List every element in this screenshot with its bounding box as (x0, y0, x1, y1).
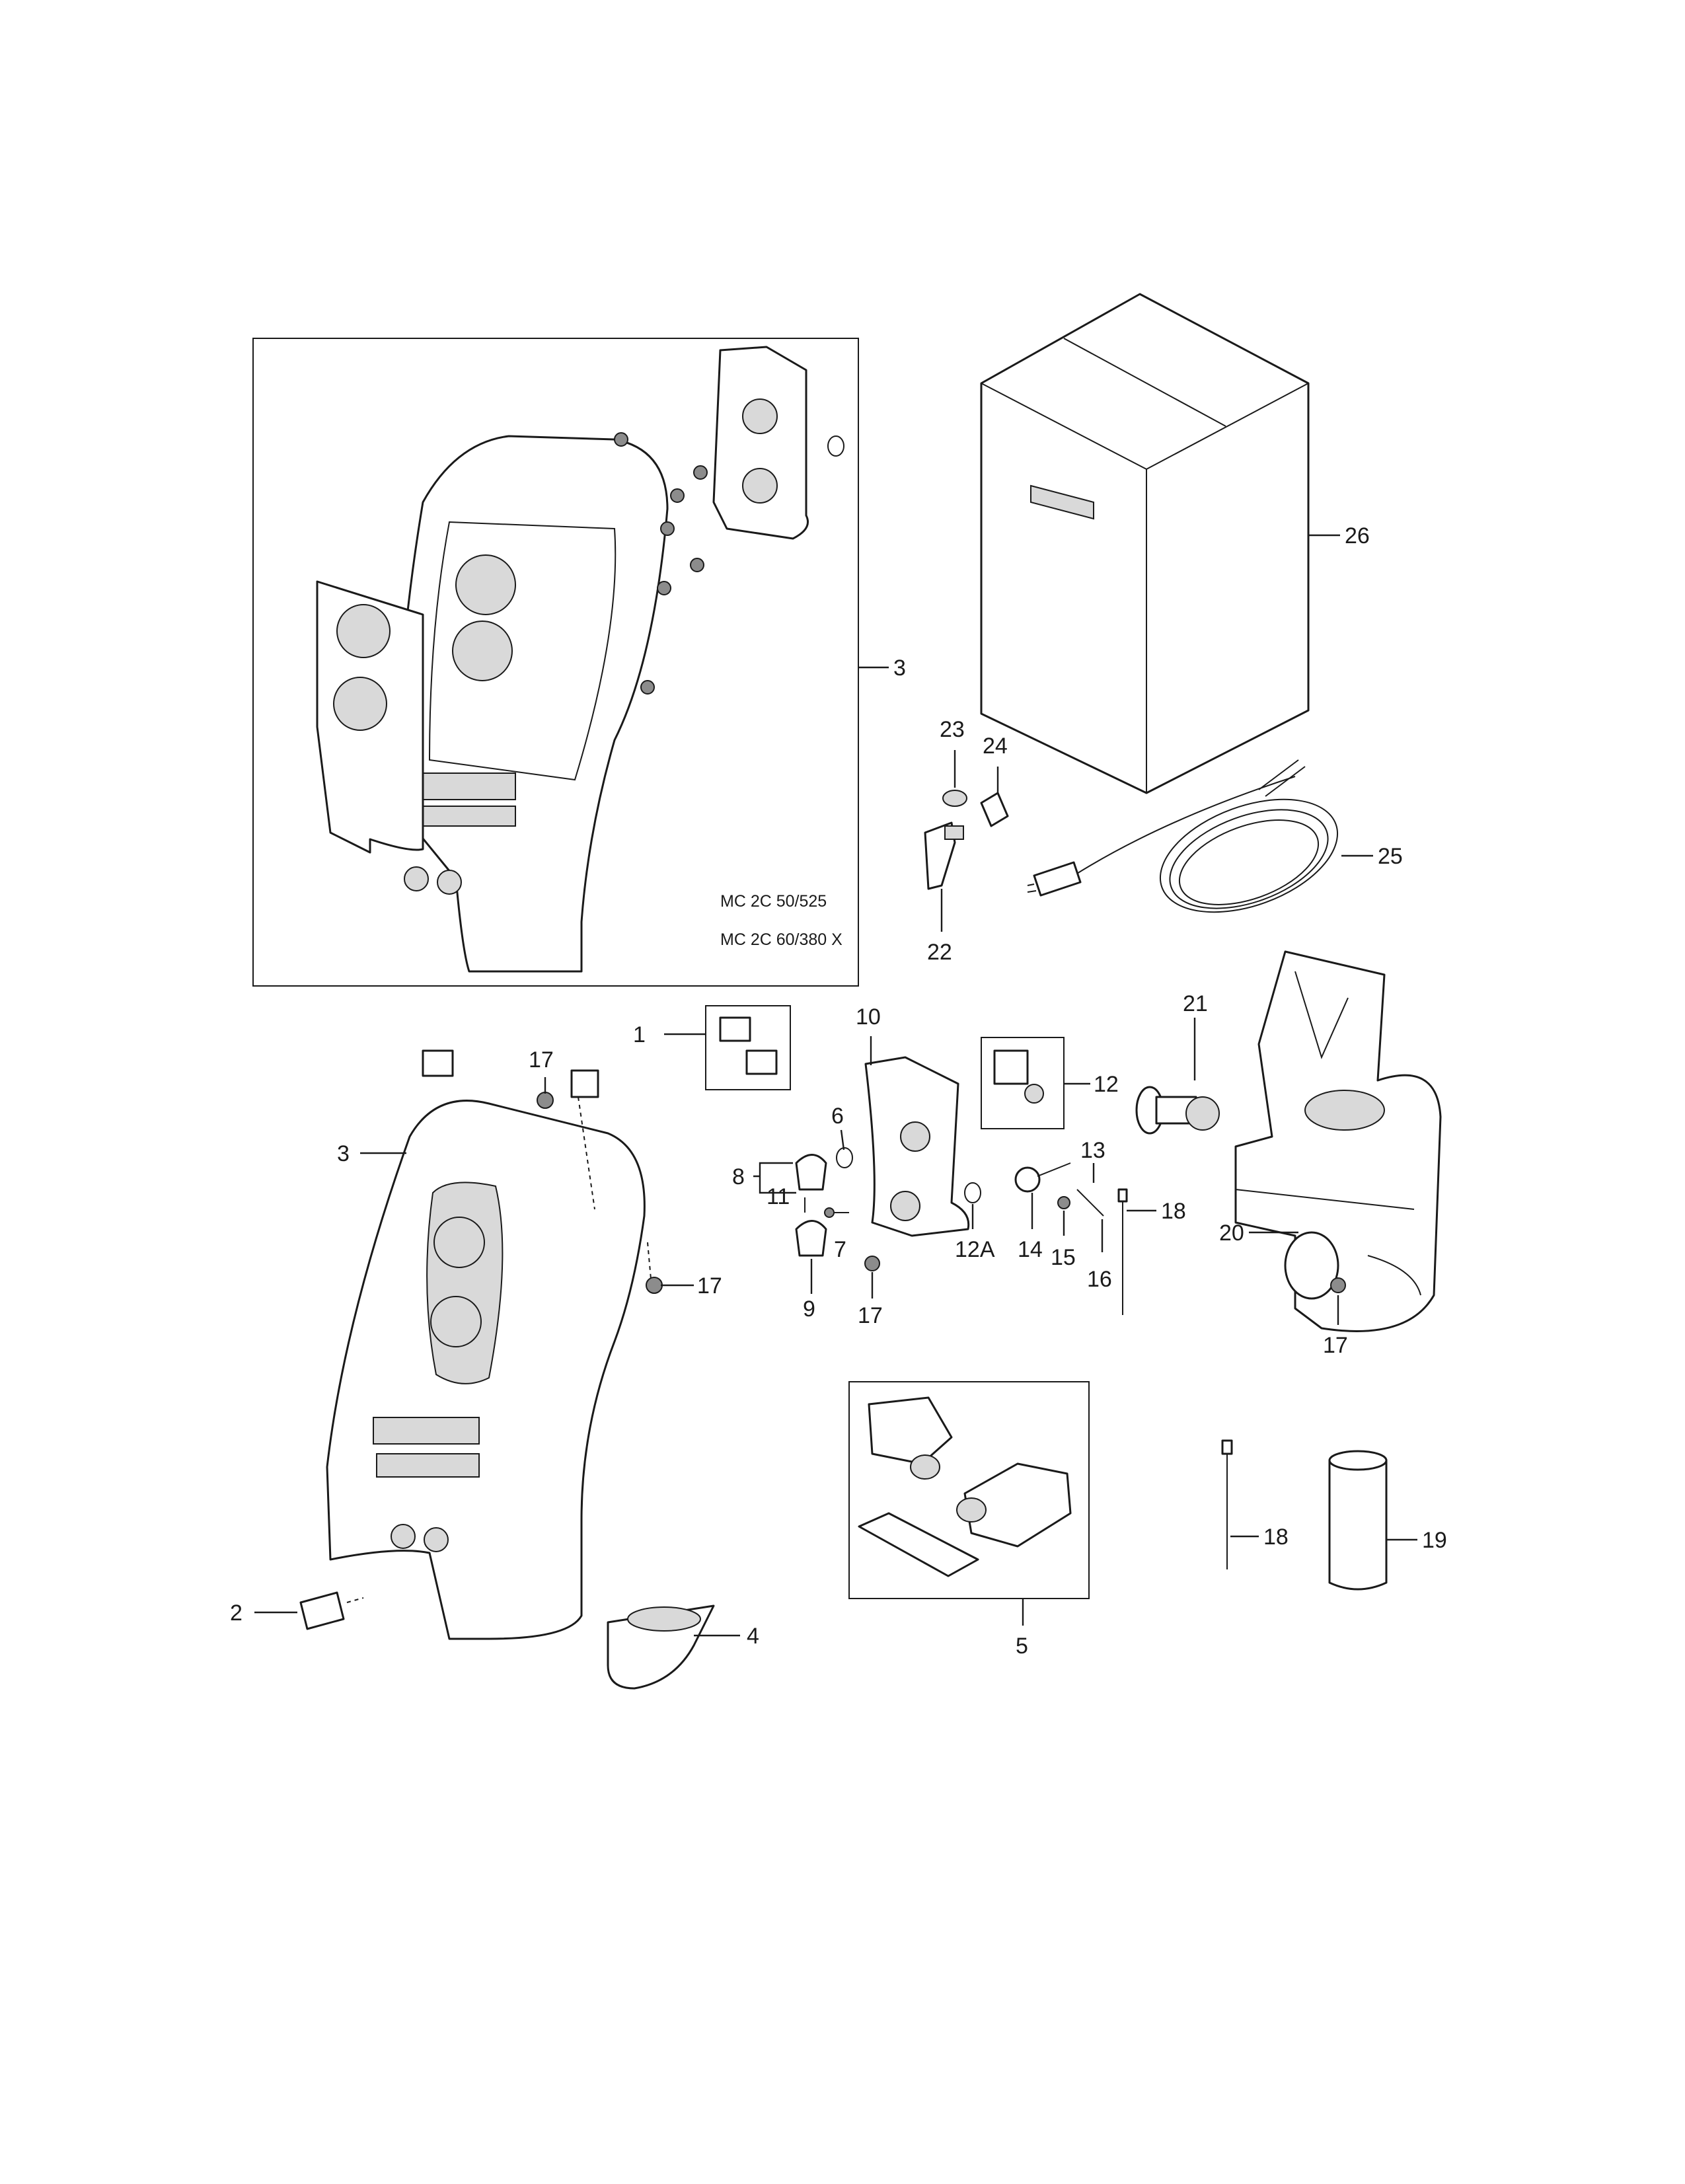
callout-22: 22 (927, 940, 952, 965)
callout-19: 19 (1422, 1528, 1447, 1553)
fitting-2-drawing (299, 1591, 364, 1630)
oring-6-drawing (836, 1147, 853, 1168)
cable-tie-18-drawing (1117, 1188, 1128, 1315)
screw-17-bracket-drawing (864, 1256, 880, 1271)
callout-16: 16 (1087, 1267, 1112, 1292)
model-label-2: MC 2C 60/380 X (720, 930, 842, 949)
callout-11: 11 (767, 1184, 790, 1209)
callout-8: 8 (732, 1164, 745, 1189)
clip-set-frame (705, 1005, 791, 1090)
callout-10: 10 (856, 1004, 881, 1030)
clip-17-drawing (422, 1049, 599, 1210)
callout-17-top: 17 (529, 1047, 554, 1073)
filter-19-drawing (1328, 1450, 1388, 1591)
lower-housing-drawing (326, 1100, 646, 1640)
screw-17-pump-drawing (1330, 1277, 1346, 1293)
control-bracket-10-drawing (864, 1056, 970, 1237)
callout-6: 6 (831, 1104, 844, 1129)
callout-13: 13 (1080, 1138, 1105, 1163)
power-cable-drawing (1027, 759, 1339, 913)
callout-4: 4 (747, 1624, 759, 1649)
cable-tie-18-lower-drawing (1221, 1439, 1233, 1569)
callout-17-bracket: 17 (858, 1303, 883, 1328)
callout-17-pump: 17 (1323, 1333, 1348, 1358)
front-panel-drawing (316, 580, 424, 854)
parts-13-16-drawing (1014, 1162, 1104, 1217)
knob-8-drawing (795, 1154, 827, 1213)
holder-4-drawing (607, 1604, 715, 1690)
knob-9-drawing (795, 1220, 827, 1257)
control-bracket-drawing (712, 346, 844, 540)
callout-14: 14 (1018, 1237, 1043, 1262)
callout-9: 9 (803, 1297, 815, 1322)
model-label-1: MC 2C 50/525 (720, 892, 827, 911)
callout-12A: 12A (955, 1237, 995, 1262)
callout-23: 23 (940, 717, 965, 742)
callout-5: 5 (1016, 1634, 1028, 1659)
part-24-drawing (980, 792, 1009, 827)
callout-24: 24 (983, 734, 1008, 759)
kit-5-frame (848, 1381, 1090, 1599)
screw-set-drawing (614, 432, 708, 695)
callout-26: 26 (1345, 523, 1370, 548)
pump-body-20-drawing (1234, 950, 1442, 1332)
pump-21-drawing (1135, 1086, 1220, 1135)
callout-7: 7 (834, 1237, 846, 1262)
callout-12: 12 (1094, 1072, 1119, 1097)
callout-25: 25 (1378, 844, 1403, 869)
callout-3-frame: 3 (893, 656, 906, 681)
callout-21: 21 (1183, 991, 1208, 1016)
oring-12A-drawing (964, 1182, 981, 1203)
callout-3-lower: 3 (337, 1141, 350, 1166)
housing-assembly-frame (252, 338, 859, 987)
callout-2: 2 (230, 1600, 243, 1626)
screw-7-drawing (824, 1207, 849, 1218)
part-23-drawing (942, 790, 967, 807)
part-22-drawing (924, 821, 964, 890)
callout-20: 20 (1219, 1221, 1244, 1246)
callout-17-side: 17 (697, 1273, 722, 1299)
screw-17-side-drawing (646, 1242, 663, 1294)
callout-15: 15 (1051, 1245, 1076, 1270)
callout-18-lower: 18 (1263, 1525, 1289, 1550)
housing-shell-drawing (395, 435, 669, 973)
callout-18-middle: 18 (1161, 1199, 1186, 1224)
packaging-box-drawing (980, 293, 1310, 794)
switch-12-frame (981, 1037, 1065, 1129)
callout-1: 1 (633, 1022, 646, 1047)
